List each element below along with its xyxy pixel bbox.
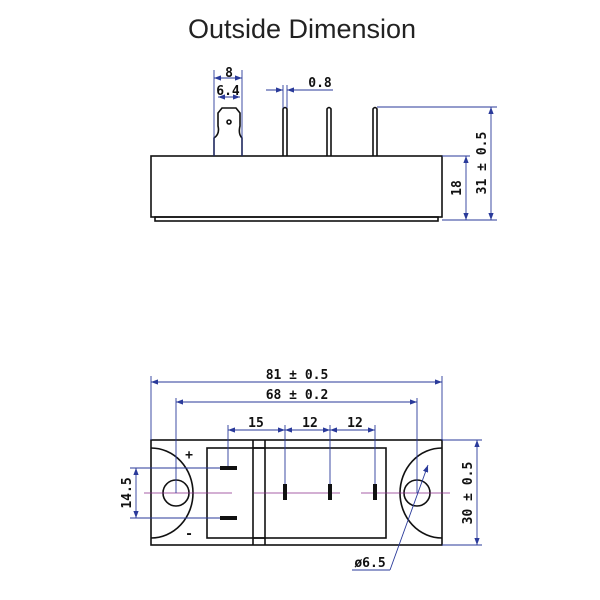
pin-thickness-label: 0.8 <box>308 76 332 91</box>
side-view: 8 6.4 0.8 18 31 ± 0.5 <box>150 66 497 222</box>
hole-spacing-label: 68 ± 0.2 <box>266 388 329 403</box>
plus-label: + <box>185 448 193 463</box>
base-plate <box>154 216 439 222</box>
tab-width-top-label: 8 <box>225 66 233 81</box>
top-view: + - 81 ± 0.5 68 ± 0.2 15 12 12 14.5 30 ±… <box>120 368 482 571</box>
body-height-label: 18 <box>450 180 465 196</box>
minus-label: - <box>185 527 193 542</box>
ac-pin-1 <box>283 484 287 500</box>
minus-terminal <box>220 516 237 520</box>
plus-terminal <box>220 466 237 470</box>
main-terminal-tab <box>213 107 243 156</box>
pin-pitch-3-label: 12 <box>347 416 363 431</box>
pin-pitch-1-label: 15 <box>248 416 264 431</box>
ac-pin-2 <box>328 484 332 500</box>
pins <box>282 106 378 156</box>
terminal-spacing-label: 14.5 <box>120 477 135 508</box>
page-title: Outside Dimension <box>188 14 416 44</box>
hole-diameter-label: ø6.5 <box>354 556 385 571</box>
pin-pitch-2-label: 12 <box>302 416 318 431</box>
ac-pin-3 <box>373 484 377 500</box>
total-height-label: 31 ± 0.5 <box>475 132 490 195</box>
overall-length-label: 81 ± 0.5 <box>266 368 329 383</box>
tab-hole <box>226 119 232 125</box>
tab-width-label: 6.4 <box>216 84 240 99</box>
module-body <box>150 155 443 218</box>
overall-width-label: 30 ± 0.5 <box>461 462 476 525</box>
module-outline <box>150 439 443 546</box>
